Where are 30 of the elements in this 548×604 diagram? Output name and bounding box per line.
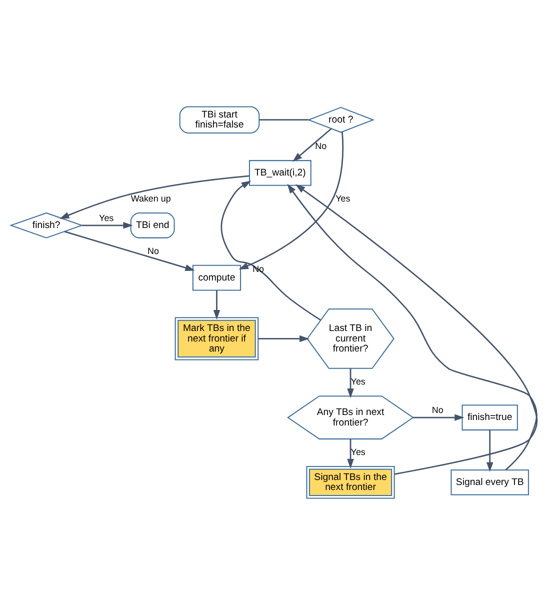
node-diamond: root ?: [307, 106, 375, 132]
node-box: TBi start finish=false: [179, 106, 260, 133]
node-box: TBi end: [130, 212, 175, 238]
arrow: [238, 131, 344, 270]
arrow: [258, 334, 310, 342]
arrow: [347, 368, 354, 398]
edge-label: No: [148, 245, 159, 256]
node-box: TB_wait(i,2): [248, 160, 312, 186]
arrow: [64, 230, 195, 271]
edge-label: No: [315, 140, 327, 151]
node-box: Signal every TB: [450, 468, 529, 495]
node-box: compute: [192, 264, 242, 290]
arrow: [292, 128, 332, 162]
edge-label: No: [432, 404, 444, 414]
edge-label: Waken up: [130, 193, 171, 204]
edge-label: Yes: [99, 212, 114, 222]
arrow: [220, 180, 322, 320]
arrow: [486, 430, 494, 472]
node-box: finish=true: [462, 404, 518, 430]
node-box: Mark TBs in the next frontier if any: [174, 316, 259, 360]
arrow: [347, 438, 354, 468]
arrow: [60, 174, 250, 218]
edge-label: Yes: [336, 193, 350, 204]
arrow: [413, 414, 464, 420]
connector: [259, 118, 308, 120]
edge-label: Yes: [350, 446, 366, 457]
node-box: Signal TBs in the next frontier: [306, 466, 395, 498]
edge-label: Yes: [350, 376, 366, 386]
arrow: [213, 290, 220, 320]
arrow: [82, 222, 133, 228]
